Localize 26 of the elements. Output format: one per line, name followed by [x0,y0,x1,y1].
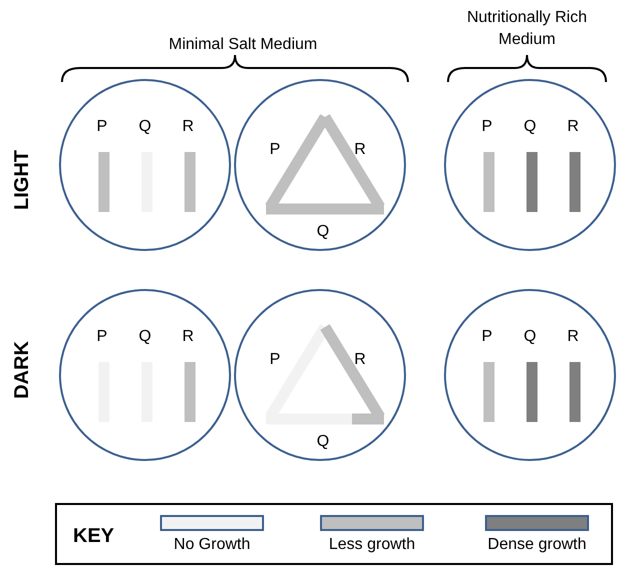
group-heading: Nutritionally Rich Medium [466,8,588,50]
legend-label: No Growth [174,535,250,555]
key-title: KEY [73,524,114,549]
streak-label: Q [524,329,536,345]
streak-label: Q [524,119,536,135]
streak-label: R [567,329,579,345]
streak-label: Q [316,434,330,450]
streak-label: R [182,329,194,345]
streak-label: Q [316,224,330,240]
streak-label: P [482,119,492,135]
streak-label: P [482,329,492,345]
row-label: DARK [10,341,34,399]
streak-label: P [96,329,108,345]
streak-label: R [354,352,366,368]
streak-label: P [270,352,280,368]
streak-label: Q [138,119,152,135]
row-label: LIGHT [10,150,34,210]
legend-label: Less growth [328,535,416,555]
group-heading: Minimal Salt Medium [168,35,318,55]
streak-label: P [270,142,280,158]
streak-label: R [182,119,194,135]
legend-label: Dense growth [488,535,586,555]
streak-label: R [354,142,366,158]
streak-label: P [96,119,108,135]
streak-label: Q [138,329,152,345]
streak-label: R [567,119,579,135]
